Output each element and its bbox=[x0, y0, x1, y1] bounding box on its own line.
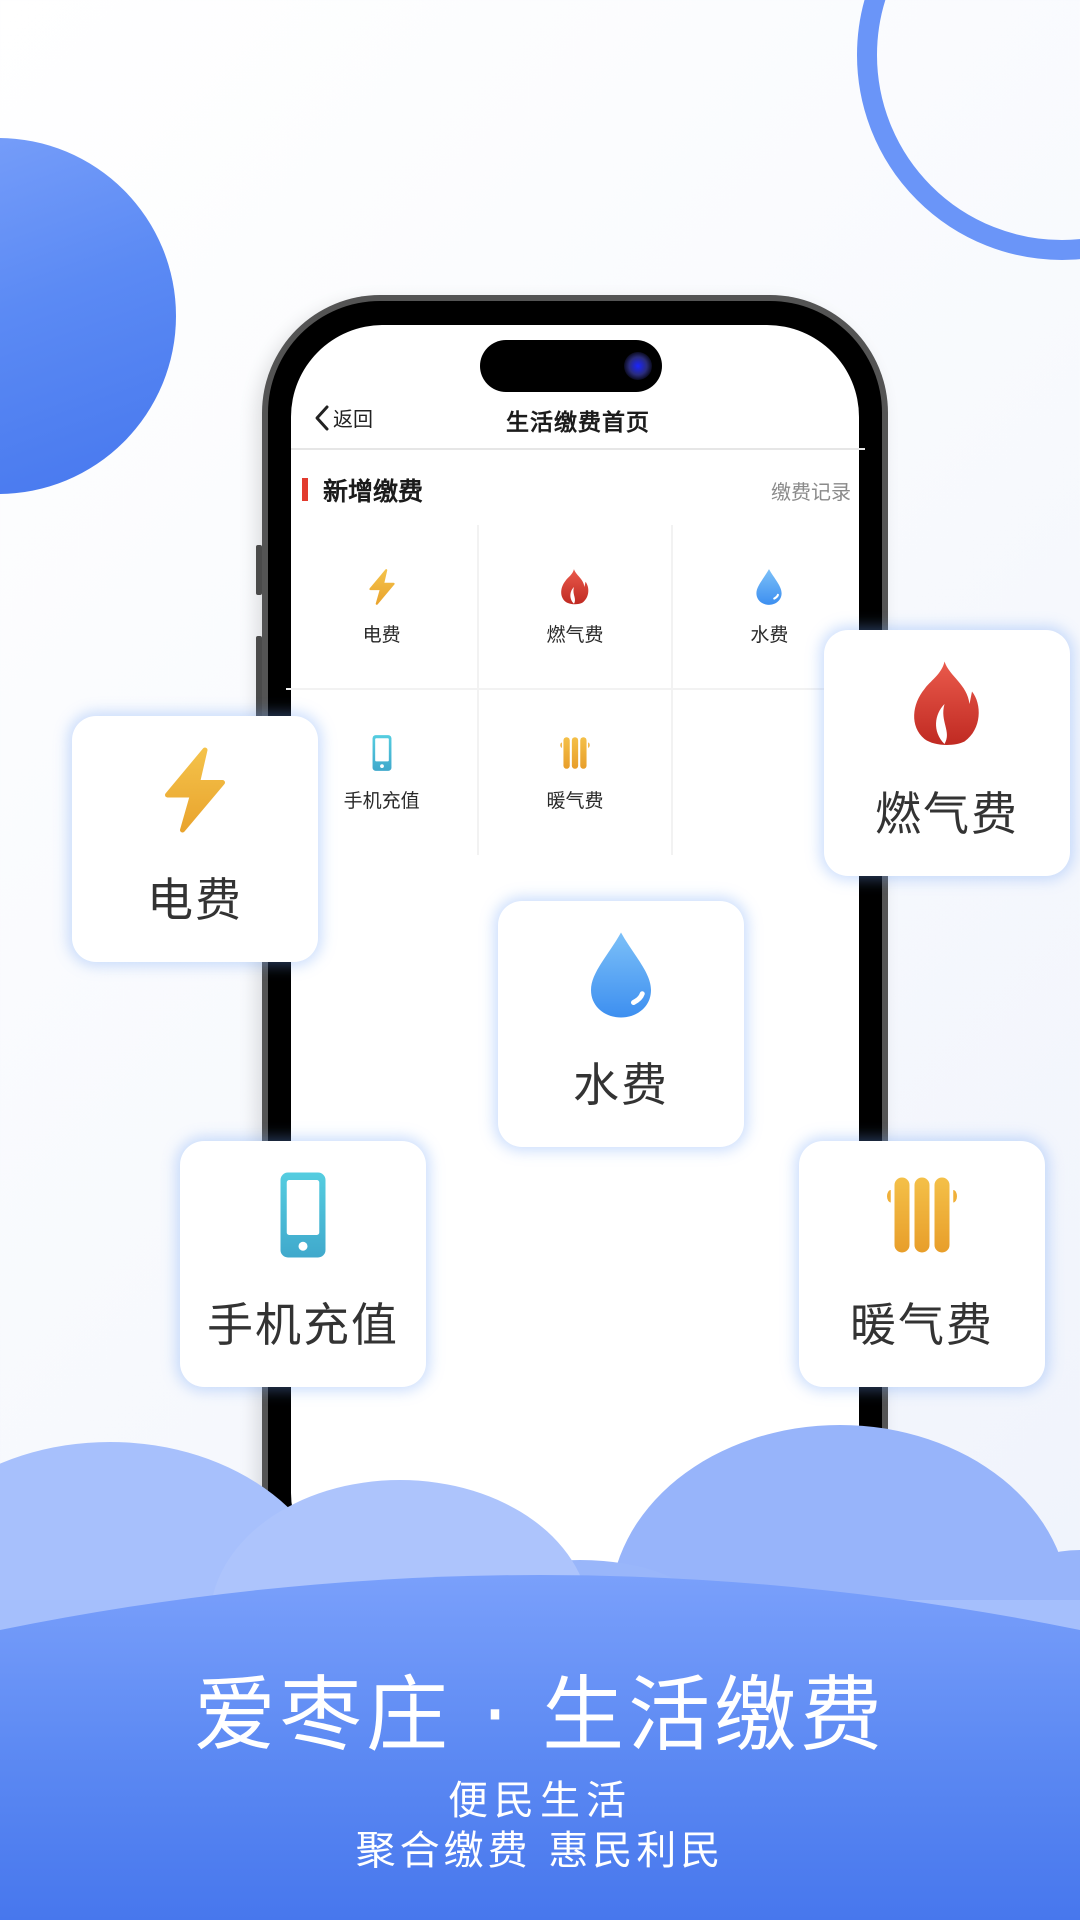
card-label: 电费 bbox=[147, 873, 243, 927]
chevron-left-icon bbox=[315, 405, 329, 430]
card-heating[interactable]: 暖气费 bbox=[799, 1141, 1045, 1387]
phone-side-button bbox=[256, 545, 262, 595]
card-mobile-topup[interactable]: 手机充值 bbox=[180, 1141, 426, 1387]
app-navbar: 返回 生活缴费首页 bbox=[291, 395, 865, 450]
cloud-background bbox=[0, 1425, 1080, 1920]
service-label: 燃气费 bbox=[546, 624, 604, 646]
promo-headline: 爱枣庄 · 生活缴费 bbox=[193, 1668, 887, 1763]
service-gas[interactable]: 燃气费 bbox=[479, 525, 673, 690]
card-water[interactable]: 水费 bbox=[498, 901, 744, 1147]
radiator-icon bbox=[560, 737, 590, 769]
dynamic-island bbox=[480, 340, 662, 392]
promo-subtitle-1: 便民生活 bbox=[448, 1778, 632, 1824]
camera-icon bbox=[624, 352, 652, 380]
section-header: 新增缴费 缴费记录 bbox=[291, 470, 865, 514]
mobile-phone-icon bbox=[280, 1172, 326, 1258]
water-drop-icon bbox=[591, 932, 651, 1018]
decorative-circle bbox=[0, 138, 176, 494]
card-gas[interactable]: 燃气费 bbox=[824, 630, 1070, 876]
payment-records-link[interactable]: 缴费记录 bbox=[771, 480, 851, 504]
service-label: 电费 bbox=[362, 624, 401, 646]
card-electricity[interactable]: 电费 bbox=[72, 716, 318, 962]
service-heating[interactable]: 暖气费 bbox=[479, 690, 673, 855]
page-title: 生活缴费首页 bbox=[506, 410, 650, 436]
service-label: 手机充值 bbox=[343, 790, 420, 812]
section-accent-bar bbox=[302, 478, 308, 501]
service-electricity[interactable]: 电费 bbox=[286, 525, 480, 690]
section-title: 新增缴费 bbox=[323, 477, 424, 506]
card-label: 燃气费 bbox=[875, 787, 1019, 841]
lightning-icon bbox=[369, 569, 395, 605]
promo-subtitle-2: 聚合缴费 惠民利民 bbox=[355, 1828, 725, 1874]
decorative-ring bbox=[857, 0, 1080, 260]
back-label: 返回 bbox=[333, 407, 373, 431]
lightning-icon bbox=[165, 747, 225, 833]
flame-icon bbox=[914, 661, 979, 745]
card-label: 水费 bbox=[573, 1058, 669, 1112]
flame-icon bbox=[561, 569, 589, 605]
service-label: 暖气费 bbox=[546, 790, 604, 812]
mobile-phone-icon bbox=[372, 735, 392, 771]
phone-volume-up-button bbox=[256, 636, 262, 726]
service-label: 水费 bbox=[750, 624, 789, 646]
service-grid: 电费 燃气费 水费 手机充值 bbox=[286, 525, 866, 855]
service-mobile-topup[interactable]: 手机充值 bbox=[286, 690, 480, 855]
water-drop-icon bbox=[756, 569, 782, 605]
card-label: 手机充值 bbox=[207, 1298, 399, 1352]
service-water[interactable]: 水费 bbox=[672, 525, 866, 690]
card-label: 暖气费 bbox=[850, 1298, 994, 1352]
back-button[interactable]: 返回 bbox=[313, 403, 373, 432]
radiator-icon bbox=[887, 1177, 957, 1253]
